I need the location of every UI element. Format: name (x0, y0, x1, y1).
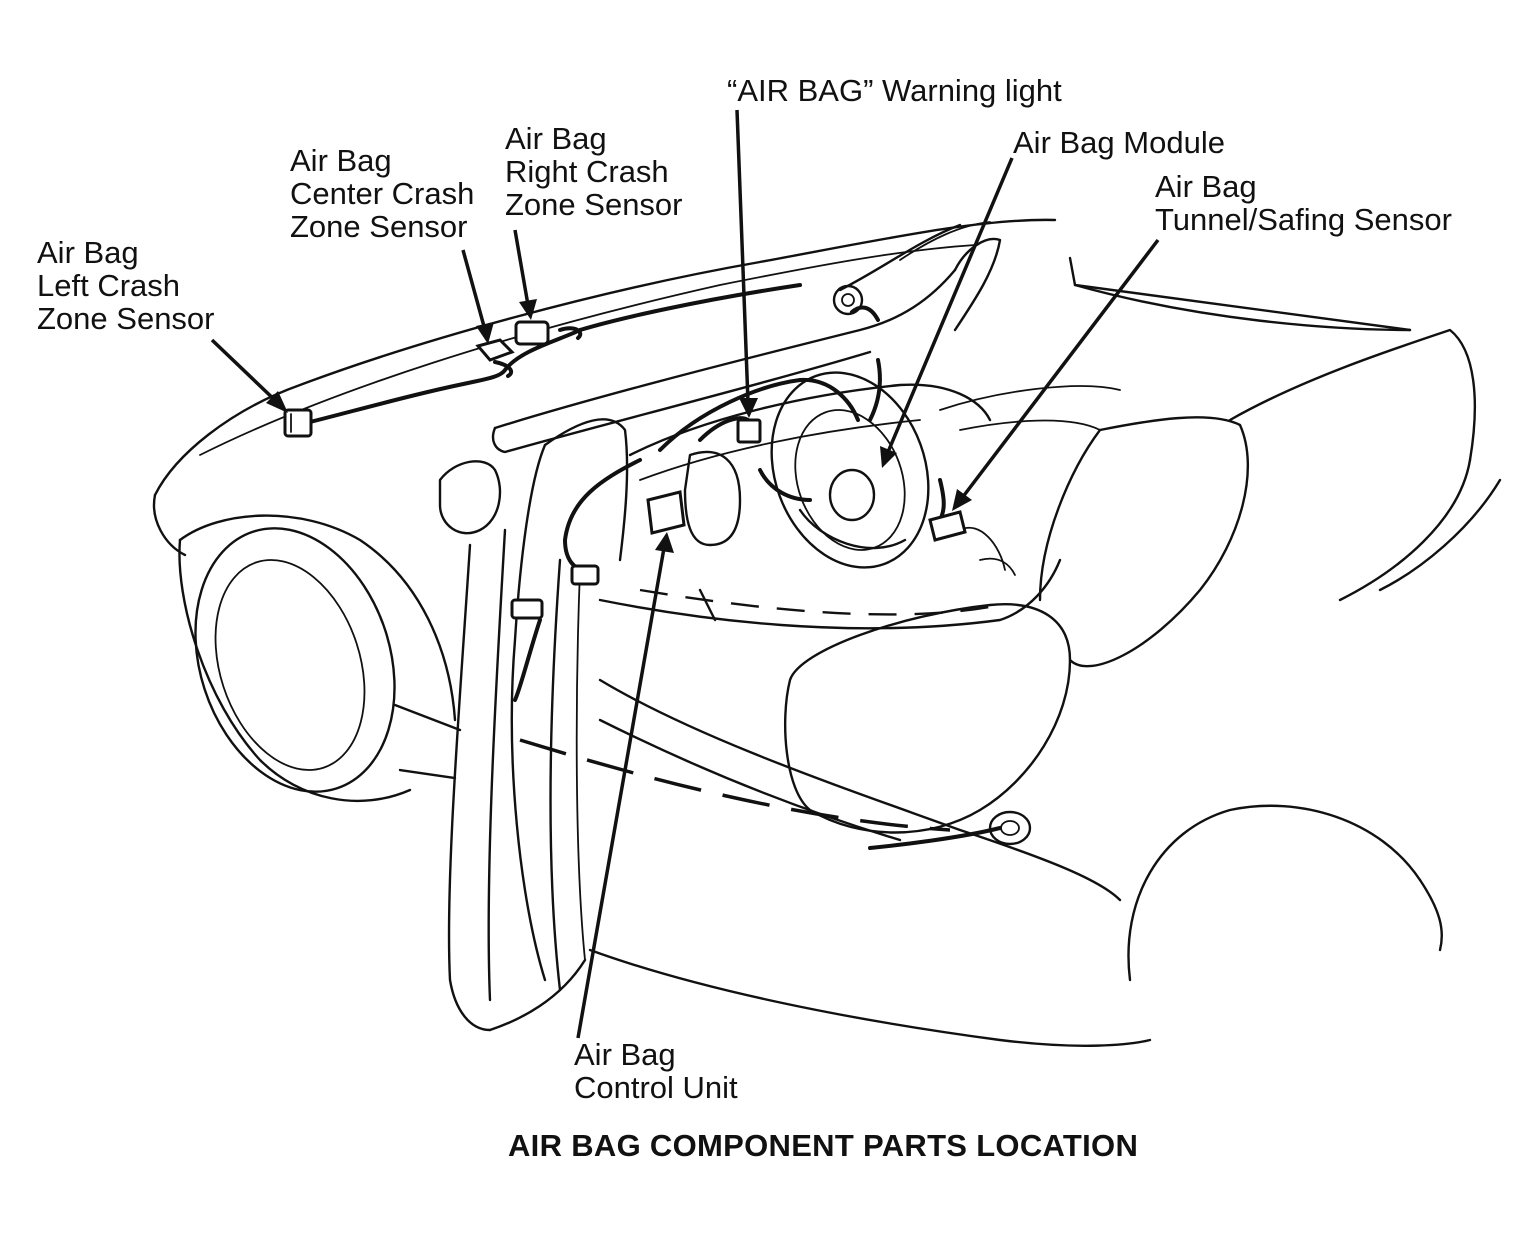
front-wheel (178, 514, 462, 803)
label-line: Air Bag (505, 121, 607, 156)
windshield-frame (491, 221, 1002, 454)
label-air-bag-module: Air Bag Module (1013, 126, 1225, 159)
label-line: Air Bag (37, 235, 139, 270)
door-frame (447, 418, 629, 1032)
label-line: Air Bag Module (1013, 125, 1225, 160)
label-line: “AIR BAG” Warning light (727, 73, 1062, 108)
label-line: Zone Sensor (505, 187, 683, 222)
label-control-unit: Air Bag Control Unit (574, 1038, 738, 1104)
label-line: Right Crash (505, 154, 669, 189)
rear-body (519, 256, 1502, 1047)
label-line: Air Bag (574, 1037, 676, 1072)
left-crash-sensor-part (283, 408, 313, 438)
label-line: Zone Sensor (290, 209, 468, 244)
diagram-caption: AIR BAG COMPONENT PARTS LOCATION (508, 1128, 1139, 1163)
label-line: Air Bag (290, 143, 392, 178)
label-line: Zone Sensor (37, 301, 215, 336)
hood-outline (152, 218, 1057, 557)
right-crash-sensor-part (514, 320, 550, 346)
label-line: Center Crash (290, 176, 475, 211)
side-mirror (438, 460, 502, 535)
label-left-crash-zone-sensor: Air Bag Left Crash Zone Sensor (37, 236, 215, 335)
warning-light-part (736, 418, 762, 444)
label-line: Left Crash (37, 268, 181, 303)
label-line: Control Unit (574, 1070, 738, 1105)
label-center-crash-zone-sensor: Air Bag Center Crash Zone Sensor (290, 144, 474, 243)
center-crash-sensor-part (475, 338, 515, 362)
connector-parts (510, 564, 600, 620)
label-line: Tunnel/Safing Sensor (1155, 202, 1452, 237)
control-unit-part (646, 490, 686, 535)
leader-lines (210, 109, 1160, 1039)
label-right-crash-zone-sensor: Air Bag Right Crash Zone Sensor (505, 122, 683, 221)
tunnel-sensor-part (928, 510, 967, 542)
label-line: Air Bag (1155, 169, 1257, 204)
label-warning-light: “AIR BAG” Warning light (727, 74, 1062, 107)
label-tunnel-safing-sensor: Air Bag Tunnel/Safing Sensor (1155, 170, 1452, 236)
interior (598, 371, 1250, 834)
